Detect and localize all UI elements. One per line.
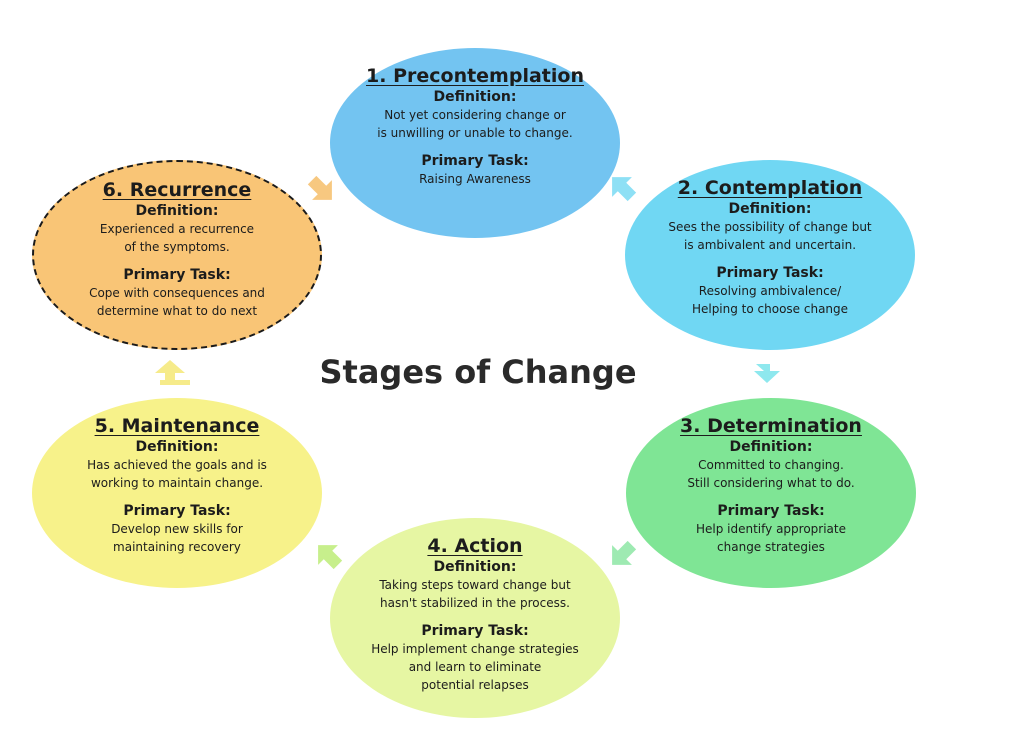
definition-label: Definition: [135, 203, 219, 219]
stage-contemplation: 2. Contemplation Definition: Sees the po… [625, 160, 915, 350]
stage-title: 1. Precontemplation [366, 65, 584, 87]
primary-task-label: Primary Task: [421, 153, 529, 169]
definition-label: Definition: [433, 559, 517, 575]
primary-task-text: Develop new skills for maintaining recov… [111, 522, 243, 554]
stage-title: 2. Contemplation [677, 177, 863, 199]
stage-action: 4. Action Definition: Taking steps towar… [330, 518, 620, 718]
arrow-maintenance-to-recurrence [155, 360, 190, 385]
primary-task-label: Primary Task: [421, 623, 529, 639]
arrow-contemplation-to-determination [754, 364, 780, 383]
primary-task-text: Raising Awareness [419, 172, 531, 186]
arrow-determination-to-action [612, 540, 637, 565]
stage-title: 5. Maintenance [94, 415, 260, 437]
arrow-action-to-maintenance [318, 545, 343, 570]
arrow-recurrence-to-precontemplation [307, 175, 332, 200]
primary-task-text: Resolving ambivalence/ Helping to choose… [691, 284, 849, 316]
definition-text: Not yet considering change or is unwilli… [377, 108, 573, 140]
definition-label: Definition: [135, 439, 219, 455]
stage-determination: 3. Determination Definition: Committed t… [626, 398, 916, 588]
definition-text: Has achieved the goals and is working to… [87, 458, 267, 490]
stage-title: 3. Determination [680, 415, 862, 437]
primary-task-label: Primary Task: [123, 503, 231, 519]
primary-task-label: Primary Task: [716, 265, 824, 281]
definition-text: Taking steps toward change but hasn't st… [379, 578, 571, 610]
stage-title: 6. Recurrence [102, 179, 252, 201]
stage-precontemplation: 1. Precontemplation Definition: Not yet … [330, 48, 620, 238]
definition-label: Definition: [728, 201, 812, 217]
primary-task-text: Help implement change strategies and lea… [371, 642, 579, 692]
primary-task-text: Help identify appropriate change strateg… [695, 522, 846, 554]
primary-task-label: Primary Task: [717, 503, 825, 519]
primary-task-text: Cope with consequences and determine wha… [89, 286, 265, 318]
arrow-precontemplation-to-contemplation [612, 177, 637, 202]
diagram-title: Stages of Change [319, 353, 637, 391]
definition-text: Experienced a recurrence of the symptoms… [99, 222, 255, 254]
stage-recurrence: 6. Recurrence Definition: Experienced a … [32, 160, 322, 350]
definition-label: Definition: [729, 439, 813, 455]
definition-text: Committed to changing. Still considering… [687, 458, 855, 490]
primary-task-label: Primary Task: [123, 267, 231, 283]
stage-title: 4. Action [427, 535, 523, 557]
definition-label: Definition: [433, 89, 517, 105]
definition-text: Sees the possibility of change but is am… [668, 220, 872, 252]
stage-maintenance: 5. Maintenance Definition: Has achieved … [32, 398, 322, 588]
